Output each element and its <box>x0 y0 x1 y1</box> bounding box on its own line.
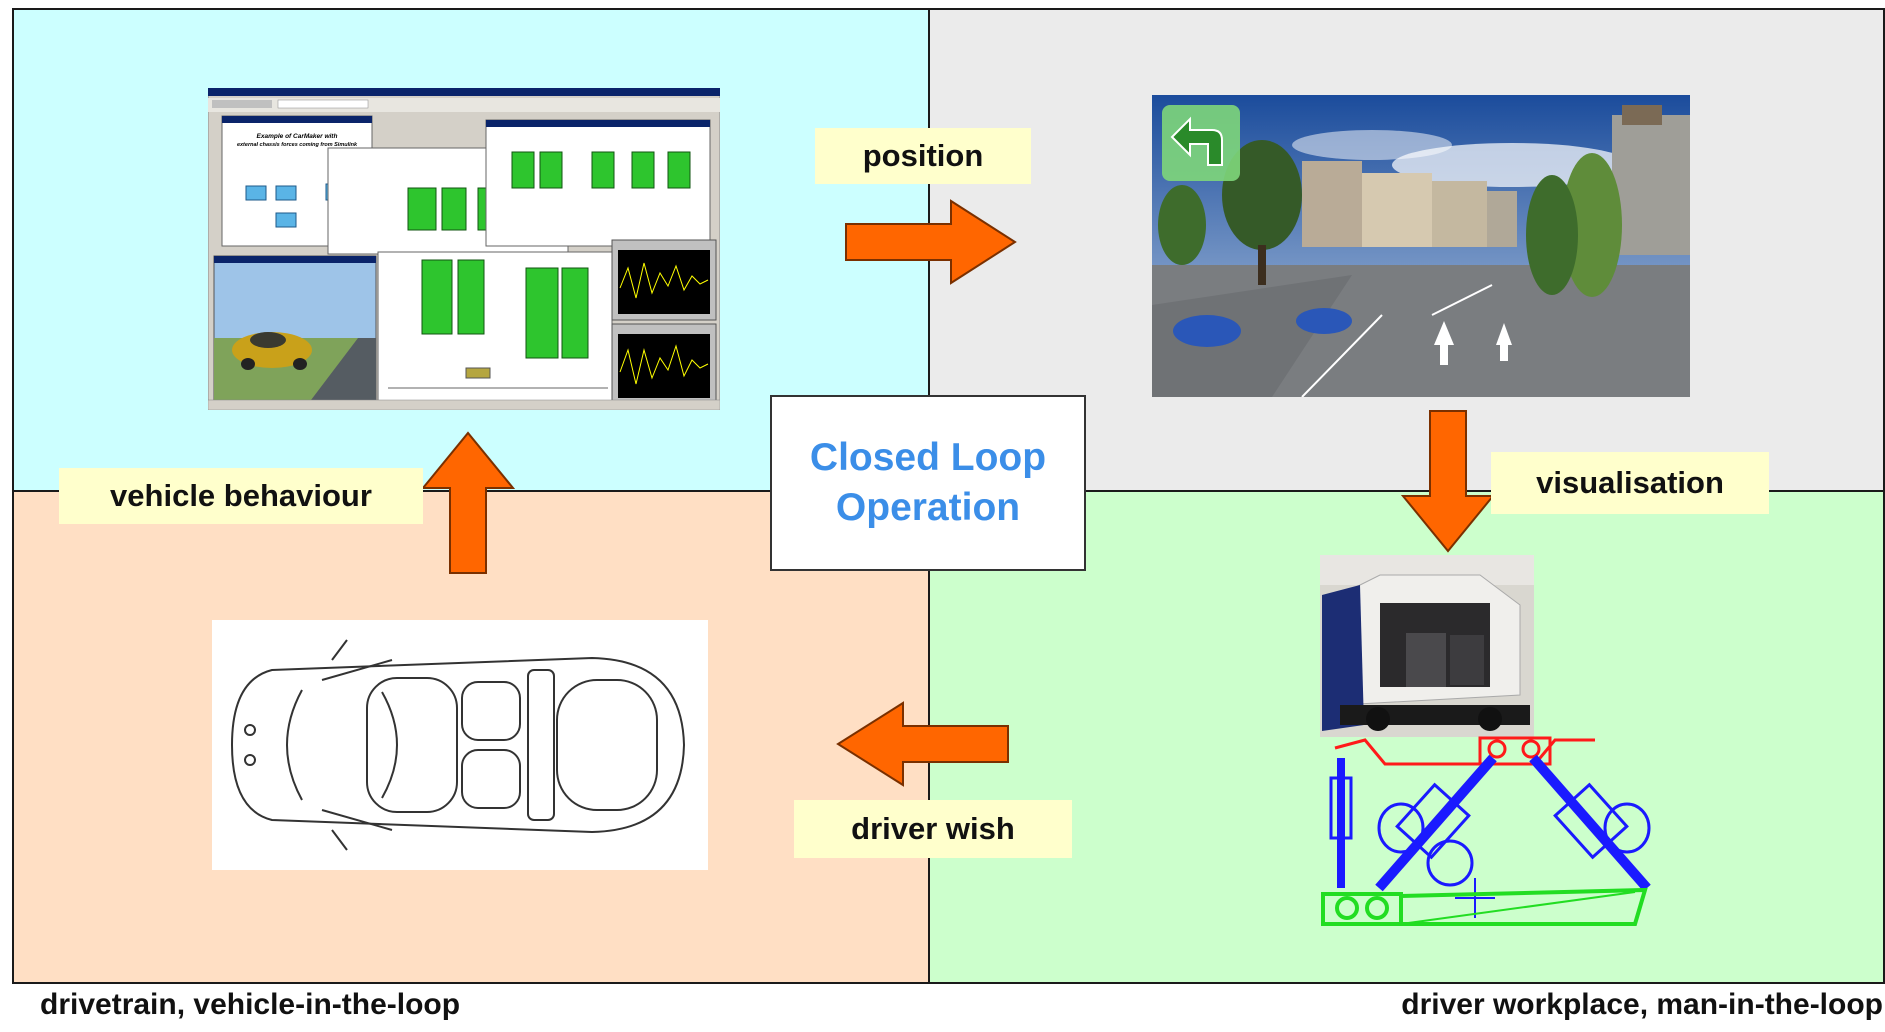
inset-heading-2: external chassis forces coming from Simu… <box>237 142 358 148</box>
simulation-software-screenshot: Example of CarMaker with external chassi… <box>208 88 720 410</box>
label-driver-wish: driver wish <box>794 800 1072 858</box>
arrow-vehicle-behaviour-up <box>420 431 516 574</box>
arrow-driver-wish-left <box>836 701 1009 787</box>
center-title-line1: Closed Loop <box>809 436 1047 479</box>
label-vehicle-behaviour: vehicle behaviour <box>59 468 423 524</box>
inset-heading-1: Example of CarMaker with <box>257 133 338 140</box>
caption-driver-workplace: driver workplace, man-in-the-loop <box>1401 988 1883 1021</box>
arrow-visualisation-down <box>1400 410 1496 553</box>
closed-loop-operation-box: Closed Loop Operation <box>770 395 1086 571</box>
caption-drivetrain: drivetrain, vehicle-in-the-loop <box>40 988 461 1021</box>
driver-workplace-photo <box>1320 555 1534 737</box>
center-title-line2: Operation <box>835 486 1021 529</box>
arrow-position-right <box>845 199 1017 285</box>
motion-platform-schematic <box>1321 736 1651 926</box>
label-visualisation: visualisation <box>1491 452 1769 514</box>
label-position: position <box>815 128 1031 184</box>
city-visualisation-image <box>1152 95 1690 397</box>
vehicle-top-view-drawing <box>212 620 708 870</box>
